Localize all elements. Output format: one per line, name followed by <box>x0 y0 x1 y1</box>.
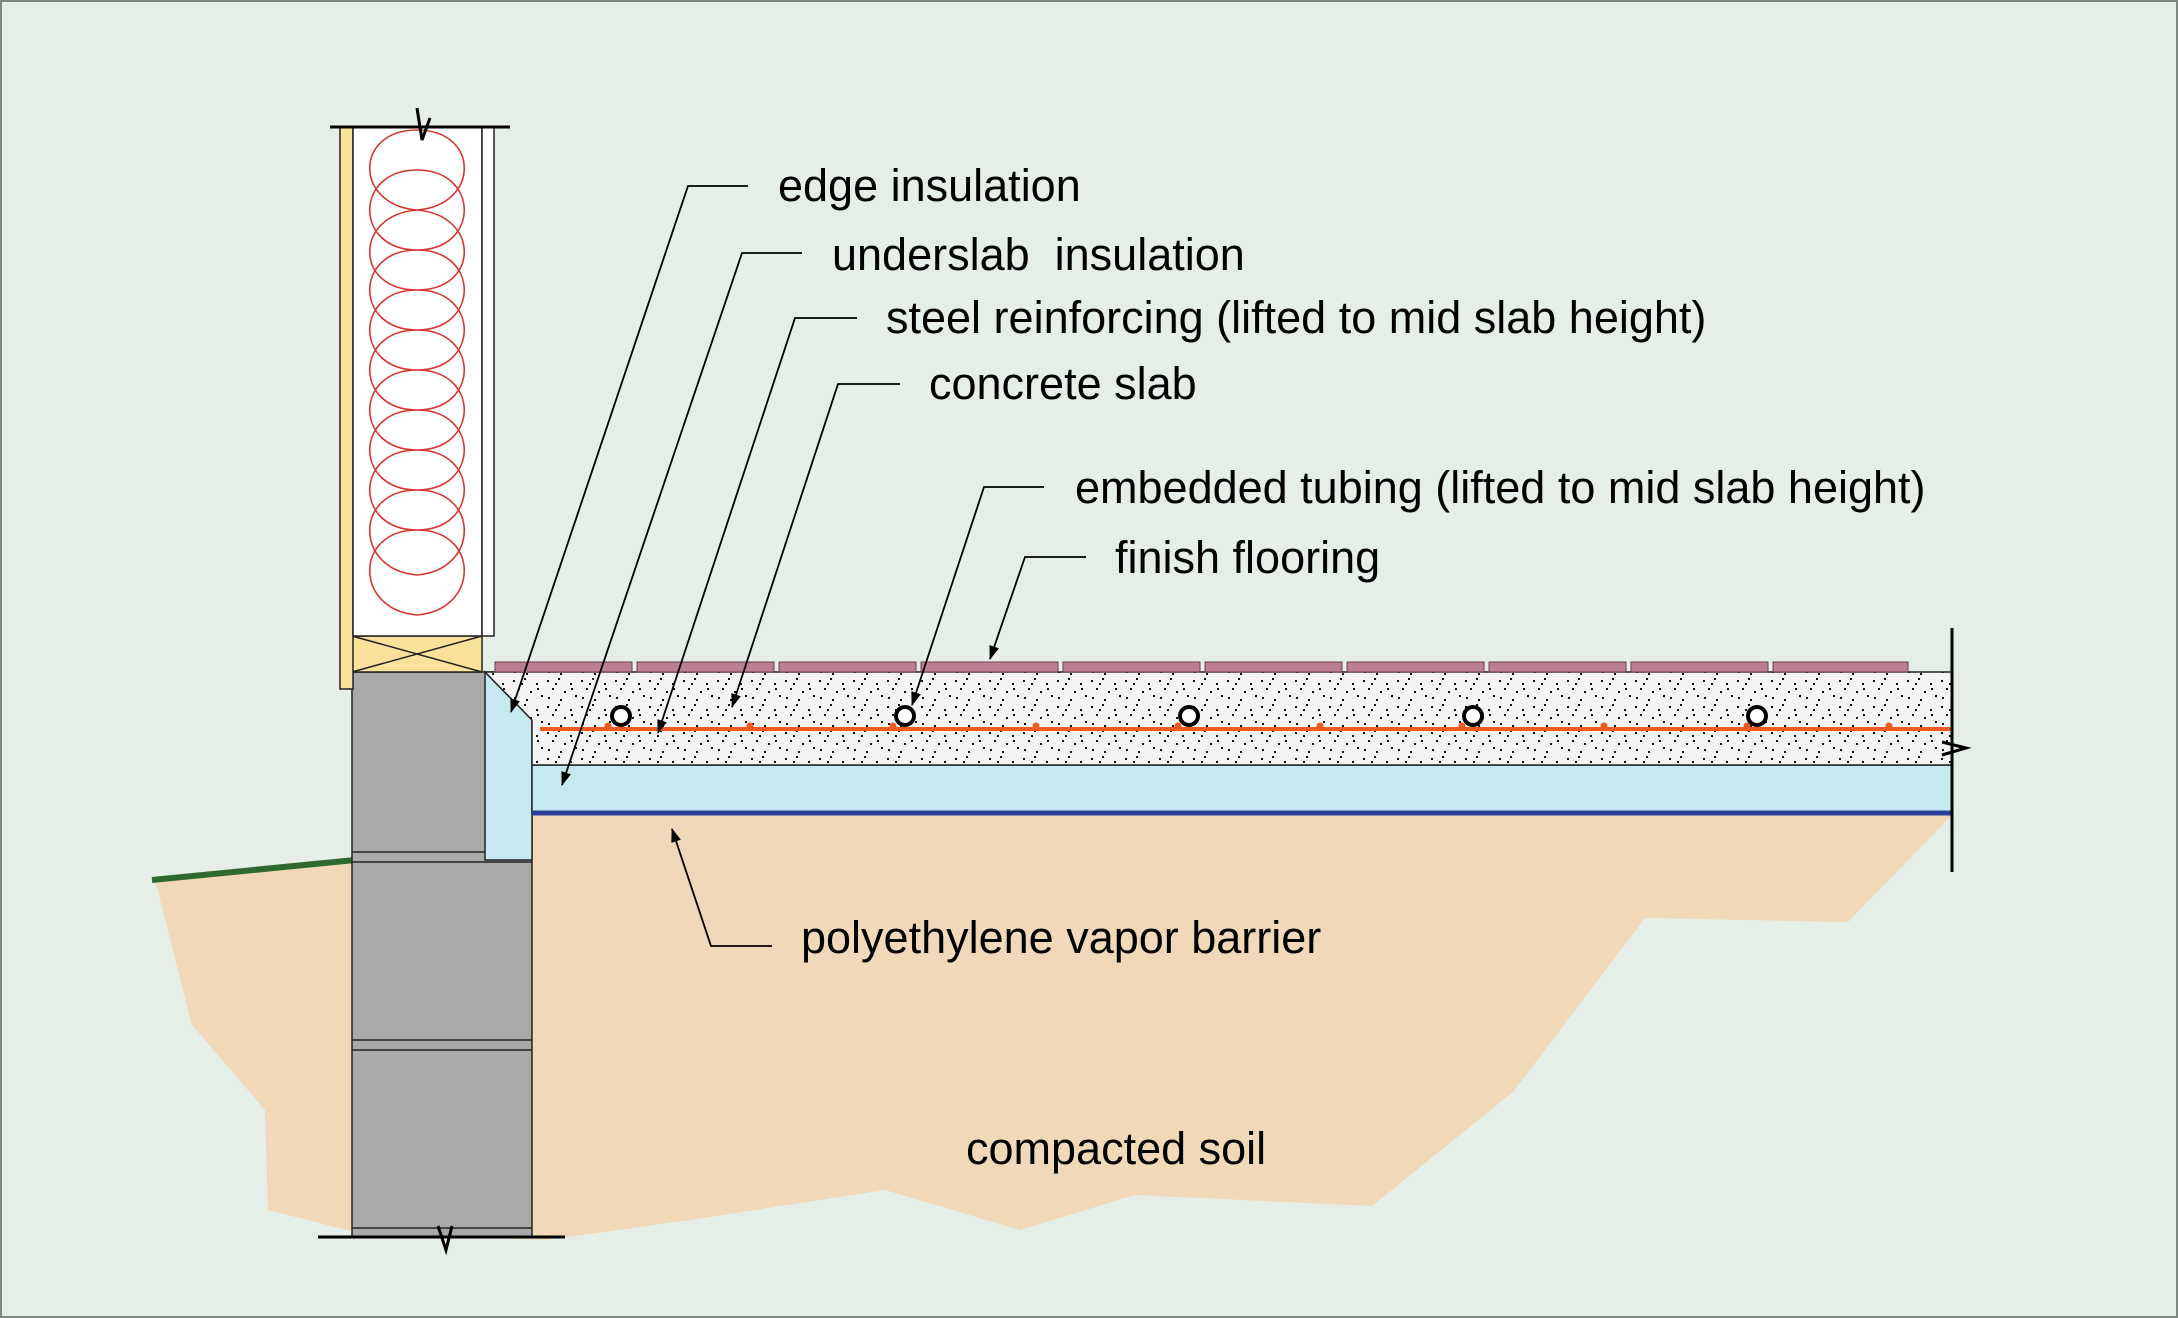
label-vapor-barrier: polyethylene vapor barrier <box>801 912 1321 963</box>
leader-vapor-barrier <box>671 828 772 947</box>
slab-break-line <box>1941 628 1972 872</box>
batt-insulation-2 <box>369 169 465 576</box>
leader-lines <box>510 185 1086 947</box>
leader-steel-reinforcing <box>657 317 857 734</box>
label-concrete-slab: concrete slab <box>929 358 1197 409</box>
framed-wall <box>339 126 495 690</box>
leader-finish-flooring <box>989 556 1086 660</box>
sill-plate <box>351 635 483 673</box>
finish-flooring <box>494 661 1909 673</box>
concrete-slab <box>483 671 1953 766</box>
grade-line <box>151 857 356 883</box>
wall-break-line <box>330 107 510 141</box>
label-embedded-tubing: embedded tubing (lifted to mid slab heig… <box>1075 462 1926 513</box>
underslab-insulation <box>531 764 1953 814</box>
footing-break-line <box>318 1225 565 1256</box>
label-underslab-insulation: underslab insulation <box>832 229 1245 280</box>
compacted-soil-region <box>155 812 1955 1240</box>
leader-edge-insulation <box>510 185 748 713</box>
label-compacted-soil: compacted soil <box>966 1123 1266 1174</box>
label-edge-insulation: edge insulation <box>778 160 1081 211</box>
leader-underslab-insulation <box>561 252 802 786</box>
leader-embedded-tubing <box>911 486 1044 706</box>
label-steel-reinforcing: steel reinforcing (lifted to mid slab he… <box>886 292 1706 343</box>
batt-insulation <box>369 129 465 616</box>
label-finish-flooring: finish flooring <box>1115 532 1380 583</box>
embedded-tubing <box>610 705 1768 727</box>
leader-concrete-slab <box>731 383 900 708</box>
reinforcing-ties <box>604 722 1893 730</box>
